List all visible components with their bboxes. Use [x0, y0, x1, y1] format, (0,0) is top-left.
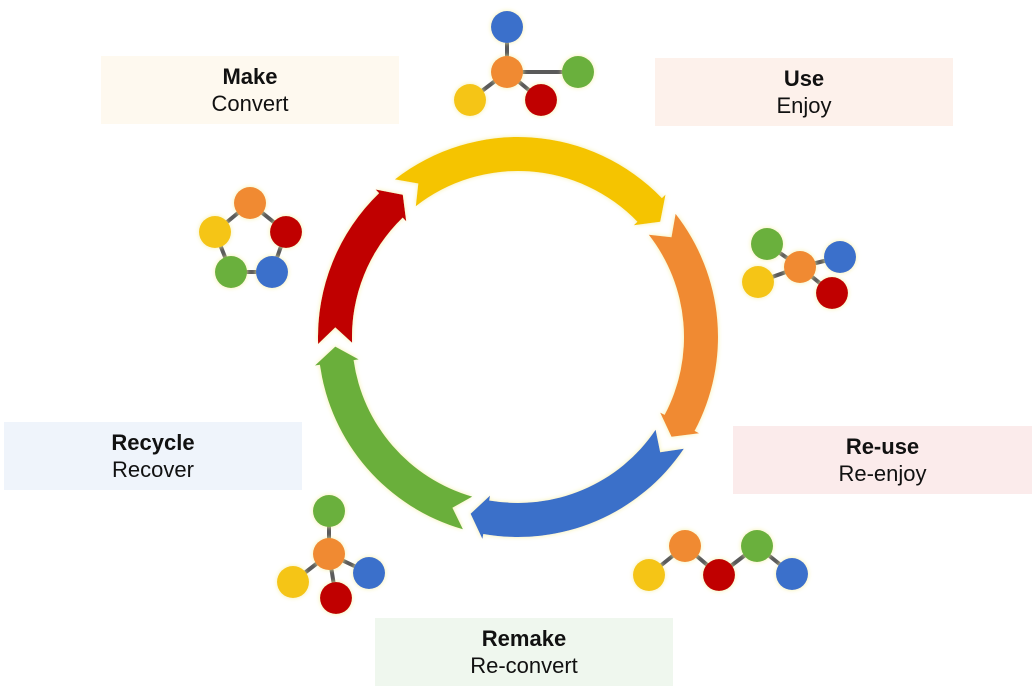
blue-atom	[776, 558, 808, 590]
recycle-molecule-icon	[199, 187, 302, 288]
use-arrow-segment	[648, 213, 718, 437]
remake-label-box: Remake Re-convert	[375, 618, 673, 686]
recycle-arrow-segment	[317, 189, 407, 344]
make-arrow-segment	[394, 137, 666, 226]
red-atom	[525, 84, 557, 116]
green-atom	[741, 530, 773, 562]
recycle-subtitle: Recover	[112, 457, 194, 482]
red-atom	[270, 216, 302, 248]
red-atom	[816, 277, 848, 309]
recycle-label-box: Recycle Recover	[4, 422, 302, 490]
reuse-subtitle: Re-enjoy	[838, 461, 927, 486]
reuse-molecule-icon	[633, 530, 808, 591]
green-atom	[751, 228, 783, 260]
remake-title: Remake	[481, 626, 567, 651]
blue-atom	[824, 241, 856, 273]
reuse-title: Re-use	[845, 434, 920, 459]
yellow-atom	[454, 84, 486, 116]
green-atom	[215, 256, 247, 288]
red-atom	[320, 582, 352, 614]
yellow-atom	[633, 559, 665, 591]
green-atom	[313, 495, 345, 527]
make-title: Make	[222, 64, 278, 89]
green-atom	[562, 56, 594, 88]
orange-atom	[313, 538, 345, 570]
blue-atom	[256, 256, 288, 288]
orange-atom	[669, 530, 701, 562]
recycle-title: Recycle	[111, 430, 195, 455]
reuse-arrow-segment	[470, 429, 684, 539]
yellow-atom	[277, 566, 309, 598]
use-title: Use	[783, 66, 825, 91]
molecule-icons	[199, 11, 856, 614]
reuse-label-box: Re-use Re-enjoy	[733, 426, 1032, 494]
blue-atom	[353, 557, 385, 589]
make-molecule-icon	[454, 11, 594, 116]
orange-atom	[234, 187, 266, 219]
remake-molecule-icon	[277, 495, 385, 614]
blue-atom	[491, 11, 523, 43]
make-label-box: Make Convert	[101, 56, 399, 124]
orange-atom	[784, 251, 816, 283]
yellow-atom	[199, 216, 231, 248]
cycle-ring	[315, 137, 718, 539]
use-label-box: Use Enjoy	[655, 58, 953, 126]
yellow-atom	[742, 266, 774, 298]
make-subtitle: Convert	[211, 91, 289, 116]
orange-atom	[491, 56, 523, 88]
use-molecule-icon	[742, 228, 856, 309]
remake-arrow-segment	[315, 346, 473, 530]
use-subtitle: Enjoy	[776, 93, 832, 118]
red-atom	[703, 559, 735, 591]
remake-subtitle: Re-convert	[470, 653, 578, 678]
